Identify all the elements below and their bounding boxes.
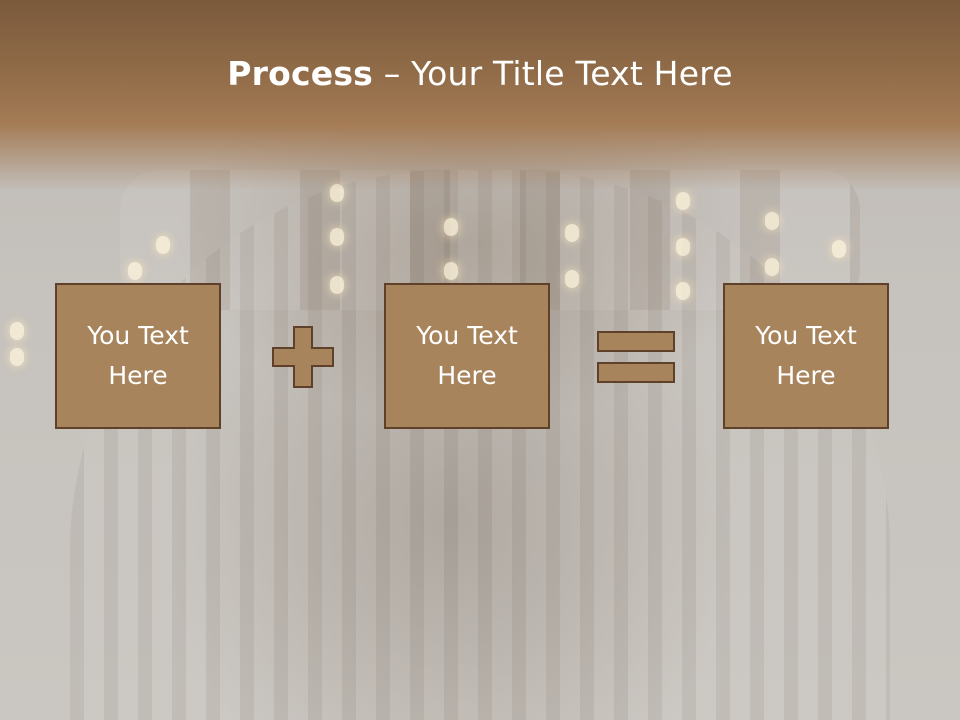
background-lamp xyxy=(444,218,458,236)
background-lamp xyxy=(676,238,690,256)
background-lamp xyxy=(128,262,142,280)
background-pillar-image xyxy=(70,170,890,720)
process-box-1-line2: Here xyxy=(108,361,168,390)
process-box-3[interactable]: You Text Here xyxy=(723,283,889,429)
process-box-2[interactable]: You Text Here xyxy=(384,283,550,429)
background-lamp xyxy=(765,212,779,230)
background-lamp xyxy=(330,276,344,294)
slide-title-bold: Process xyxy=(227,54,374,93)
background-lamp xyxy=(156,236,170,254)
background-lamp xyxy=(10,348,24,366)
background-lamp xyxy=(676,282,690,300)
background-lamp xyxy=(832,240,846,258)
process-box-2-line1: You Text xyxy=(416,321,518,350)
slide-title-rest: – Your Title Text Here xyxy=(373,54,733,93)
process-box-1-line1: You Text xyxy=(87,321,189,350)
process-box-1[interactable]: You Text Here xyxy=(55,283,221,429)
background-lamp xyxy=(676,192,690,210)
equals-icon[interactable] xyxy=(597,331,675,383)
process-box-3-line1: You Text xyxy=(755,321,857,350)
title-bar xyxy=(0,0,960,190)
slide-title: Process – Your Title Text Here xyxy=(0,52,960,96)
background-lamp xyxy=(765,258,779,276)
background-lamp xyxy=(330,228,344,246)
plus-icon[interactable] xyxy=(272,326,334,388)
process-box-3-line2: Here xyxy=(776,361,836,390)
background-lamp xyxy=(444,262,458,280)
background-lamp xyxy=(10,322,24,340)
background-lamp xyxy=(565,224,579,242)
process-box-2-line2: Here xyxy=(437,361,497,390)
background-lamp xyxy=(565,270,579,288)
